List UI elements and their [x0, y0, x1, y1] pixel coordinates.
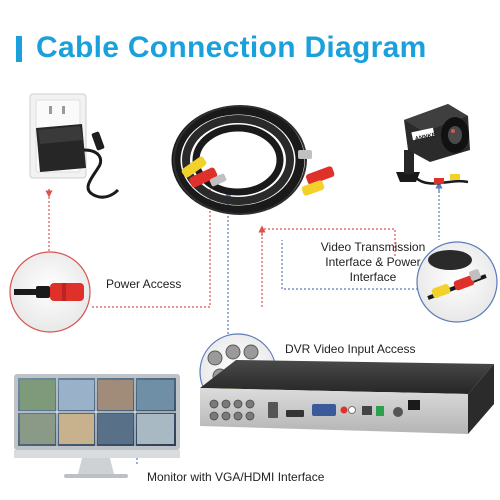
title-accent-bar	[16, 36, 22, 62]
dvr-input-label: DVR Video Input Access	[285, 342, 416, 356]
video-interface-zoom	[416, 241, 498, 323]
video-transmission-label: Video Transmission Interface & Power Int…	[320, 240, 426, 284]
monitor-label: Monitor with VGA/HDMI Interface	[147, 470, 325, 484]
monitor-icon	[14, 374, 180, 478]
bullet-camera-icon	[396, 104, 470, 185]
dvr-recorder-icon	[200, 360, 494, 434]
power-adapter-icon	[29, 93, 120, 199]
video-connector-lines	[136, 181, 443, 466]
bnc-cable-coil-icon	[171, 105, 335, 215]
power-access-zoom	[9, 251, 91, 333]
power-access-label: Power Access	[106, 277, 182, 291]
page-title: Cable Connection Diagram	[36, 31, 427, 64]
